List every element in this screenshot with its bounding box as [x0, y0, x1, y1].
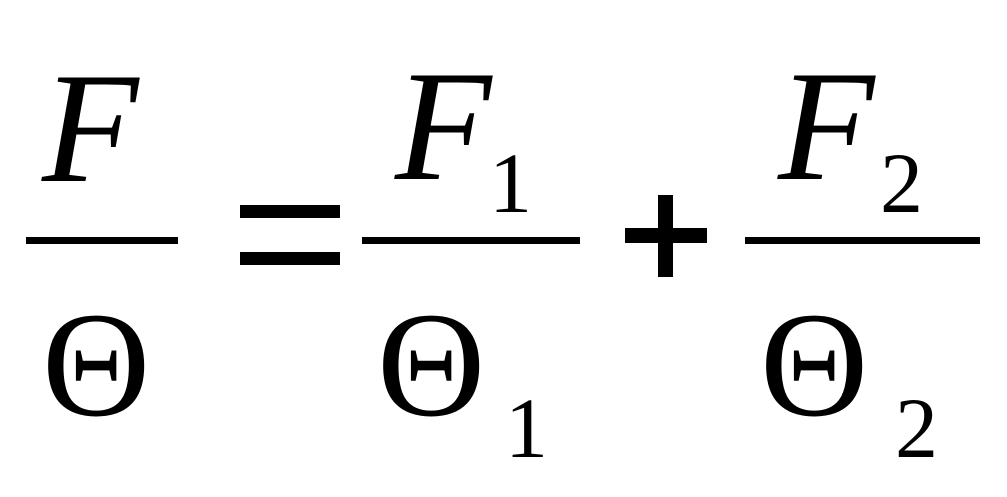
plus-text: + — [625, 195, 626, 196]
term2-denominator-subscript: 2 — [895, 380, 938, 476]
plus-sign: + — [625, 195, 707, 277]
plus-bar-vertical — [658, 195, 673, 277]
term1-numerator-subscript: 1 — [489, 135, 532, 231]
term0-numerator: F — [42, 41, 139, 216]
term2-fraction-bar — [745, 237, 980, 244]
term0-fraction-bar — [26, 237, 178, 244]
term0-denominator: Θ — [42, 282, 151, 448]
term2-numerator: F — [778, 39, 875, 214]
term1-denominator-subscript: 1 — [505, 380, 548, 476]
term1-numerator: F — [395, 39, 492, 214]
term2-numerator-subscript: 2 — [880, 135, 923, 231]
equals-sign: = — [240, 205, 340, 265]
term1-fraction-bar — [362, 237, 580, 244]
term2-denominator: Θ — [760, 282, 869, 448]
term1-denominator: Θ — [377, 282, 486, 448]
equals-bar-top — [240, 205, 340, 218]
equals-bar-bottom — [240, 252, 340, 265]
